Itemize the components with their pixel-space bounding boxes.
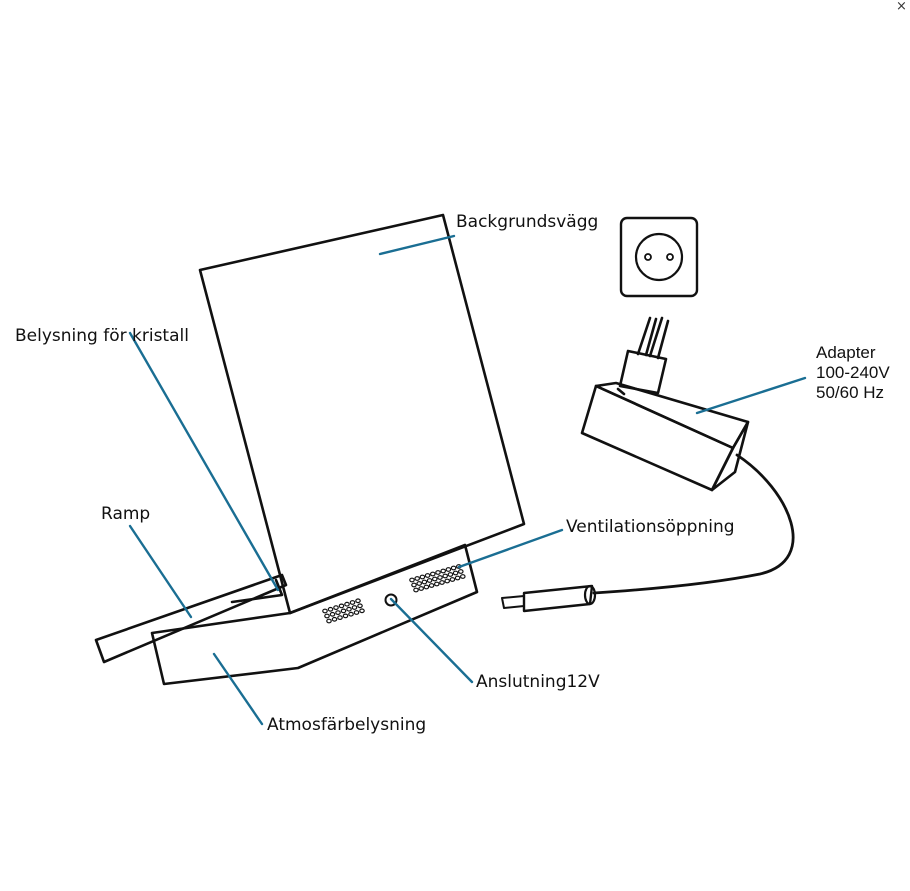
close-icon[interactable]: ×	[896, 0, 907, 14]
background-wall-shape	[198, 213, 526, 615]
vent-hole	[326, 618, 332, 624]
vent-hole	[445, 567, 452, 572]
label-atmosfar: Atmosfärbelysning	[267, 715, 427, 735]
vent-hole	[331, 616, 338, 622]
vent-hole	[338, 603, 345, 609]
base-shape	[150, 543, 479, 686]
label-belysning-kristall: Belysning för kristall	[15, 326, 189, 346]
ramp-shape	[94, 573, 288, 664]
vent-hole	[431, 576, 438, 582]
vent-hole	[457, 569, 464, 574]
barrel-connector-icon	[501, 584, 597, 613]
power-cable	[592, 453, 795, 595]
vent-hole	[454, 575, 461, 581]
leader-belysning-kristall	[128, 331, 280, 592]
label-adapter-title: Adapter	[816, 343, 876, 362]
vent-hole	[355, 598, 361, 604]
vent-hole	[447, 572, 454, 577]
vent-hole	[413, 587, 419, 593]
label-ramp: Ramp	[101, 504, 151, 524]
vent-hole	[351, 605, 358, 610]
vent-hole	[324, 613, 330, 619]
vent-hole	[416, 581, 423, 586]
vent-hole	[452, 570, 459, 576]
vent-hole	[439, 580, 445, 585]
vent-hole	[337, 615, 343, 620]
vent-hole	[349, 600, 356, 605]
vent-hole	[424, 573, 431, 578]
label-adapter-frequency: 50/60 Hz	[816, 383, 885, 402]
vent-hole	[346, 606, 352, 612]
vent-hole	[411, 582, 417, 588]
vent-hole	[357, 603, 363, 609]
vent-hole	[419, 574, 426, 580]
vent-hole	[418, 586, 425, 591]
vent-hole	[348, 611, 354, 617]
vent-hole	[335, 610, 341, 615]
vent-hole	[429, 571, 436, 577]
leader-backgrundsvagg	[378, 234, 456, 256]
vent-hole	[359, 608, 365, 614]
crystal-light-shape	[230, 578, 284, 604]
vent-hole	[444, 578, 451, 584]
vent-hole	[442, 573, 449, 579]
vent-hole	[329, 611, 336, 617]
vent-hole	[421, 579, 428, 585]
adapter-icon	[580, 381, 750, 492]
vent-hole	[353, 610, 360, 615]
vent-hole	[344, 601, 350, 607]
vent-hole	[450, 565, 457, 571]
vent-hole	[322, 608, 328, 614]
vent-hole	[327, 606, 334, 612]
label-adapter-voltage: 100-240V	[816, 363, 890, 382]
ventilation-holes	[322, 564, 466, 624]
vent-hole	[342, 613, 349, 619]
connector-12v-icon	[384, 593, 398, 607]
label-backgrundsvagg: Backgrundsvägg	[456, 212, 599, 232]
label-ventilation: Ventilationsöppning	[566, 517, 735, 537]
leader-anslutning	[389, 597, 474, 684]
leader-adapter	[695, 376, 807, 415]
vent-hole	[426, 578, 433, 583]
vent-hole	[428, 583, 435, 588]
vent-hole	[333, 605, 339, 610]
vent-hole	[414, 576, 421, 581]
vent-hole	[449, 577, 456, 582]
label-anslutning: Anslutning12V	[476, 672, 600, 692]
vent-hole	[440, 568, 447, 574]
vent-hole	[437, 575, 443, 580]
leader-ventilation	[457, 528, 564, 569]
vent-hole	[459, 574, 466, 579]
leader-ramp	[128, 524, 193, 619]
vent-hole	[435, 570, 441, 575]
vent-hole	[423, 584, 430, 590]
plug-icon	[616, 316, 670, 396]
vent-hole	[433, 581, 440, 587]
vent-hole	[340, 608, 347, 614]
power-outlet-icon	[619, 216, 699, 298]
vent-hole	[409, 577, 415, 583]
leader-atmosfar	[212, 652, 264, 726]
